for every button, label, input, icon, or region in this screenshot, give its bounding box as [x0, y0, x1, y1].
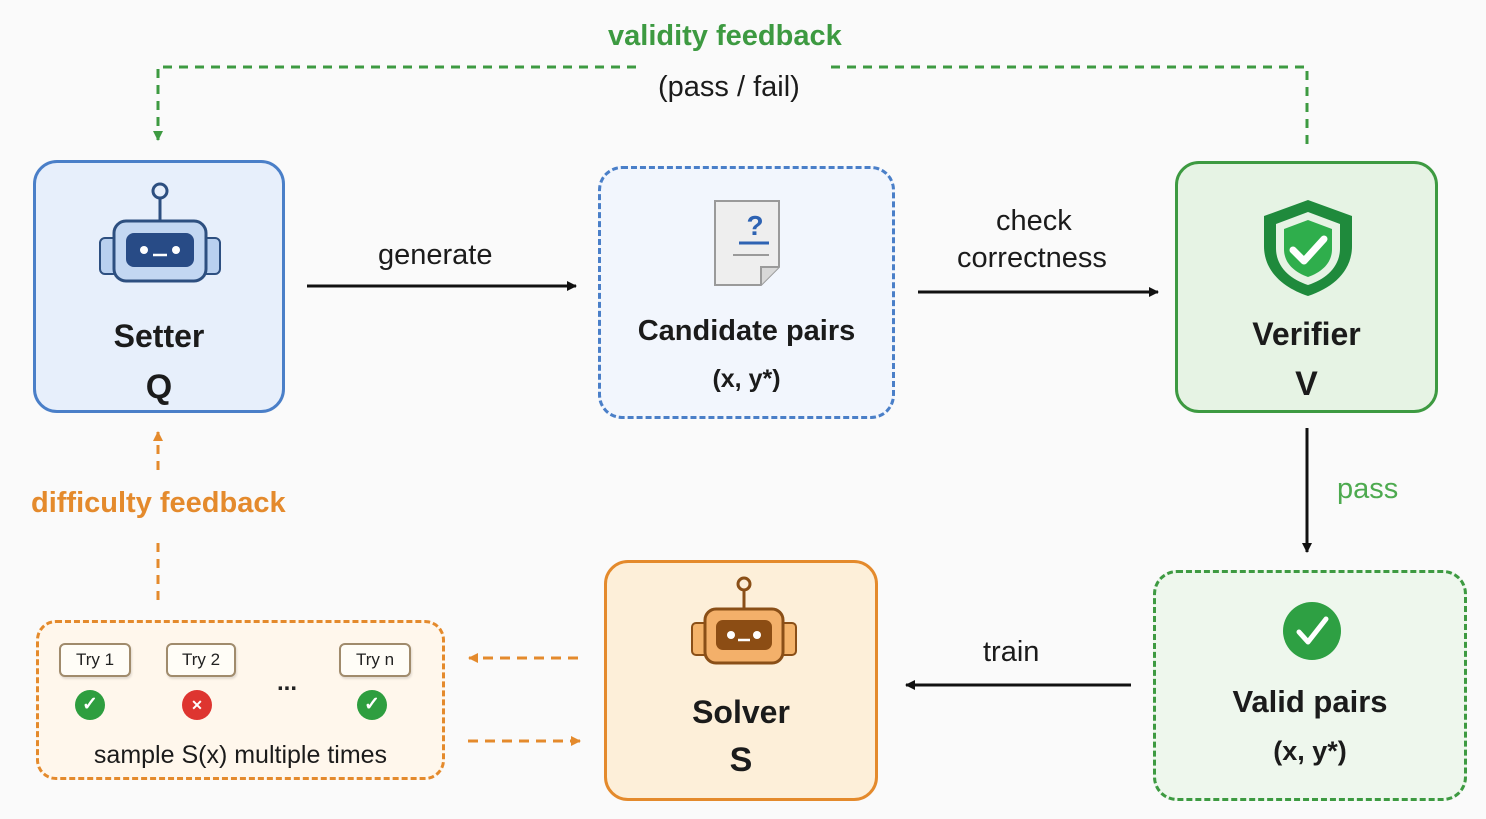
tries-ellipsis: ...	[277, 669, 298, 696]
verifier-title: Verifier	[1252, 316, 1361, 352]
robot-icon	[99, 182, 221, 283]
candidate-detail: (x, y*)	[712, 365, 781, 393]
valid-detail: (x, y*)	[1273, 736, 1347, 766]
valid-pairs-node: Valid pairs (x, y*)	[1153, 570, 1467, 801]
verifier-node: Verifier V	[1175, 161, 1438, 413]
generate-label: generate	[378, 239, 493, 271]
robot-icon	[691, 576, 797, 665]
setter-title: Setter	[113, 318, 205, 354]
valid-title: Valid pairs	[1232, 684, 1388, 719]
try-1-card: Try 1	[59, 643, 131, 677]
candidate-title: Candidate pairs	[637, 315, 856, 347]
check-label-line2: correctness	[957, 242, 1107, 274]
verifier-symbol: V	[1295, 365, 1318, 403]
pass-fail-label: (pass / fail)	[658, 71, 800, 103]
svg-text:?: ?	[746, 210, 763, 241]
check-circle-icon	[1283, 602, 1341, 660]
sampling-box: Try 1 ✓ Try 2 ✕ ... Try n ✓ sample S(x) …	[36, 620, 445, 780]
setter-node: Setter Q	[33, 160, 285, 413]
try-2-card: Try 2	[166, 643, 236, 677]
setter-symbol: Q	[145, 368, 173, 406]
train-label: train	[983, 636, 1040, 668]
check-label-line1: check	[996, 205, 1072, 237]
try-1-pass-icon: ✓	[75, 690, 105, 720]
try-2-fail-icon: ✕	[182, 690, 212, 720]
candidate-pairs-node: ? Candidate pairs (x, y*)	[598, 166, 895, 419]
sampling-caption: sample S(x) multiple times	[93, 741, 388, 769]
pass-label: pass	[1337, 473, 1399, 505]
solver-title: Solver	[692, 694, 790, 730]
validity-feedback-label: validity feedback	[608, 20, 842, 52]
solver-symbol: S	[729, 741, 753, 779]
question-document-icon: ?	[714, 200, 780, 286]
try-n-pass-icon: ✓	[357, 690, 387, 720]
solver-node: Solver S	[604, 560, 878, 801]
difficulty-feedback-label: difficulty feedback	[31, 487, 286, 519]
try-n-card: Try n	[339, 643, 411, 677]
shield-check-icon	[1264, 200, 1352, 296]
